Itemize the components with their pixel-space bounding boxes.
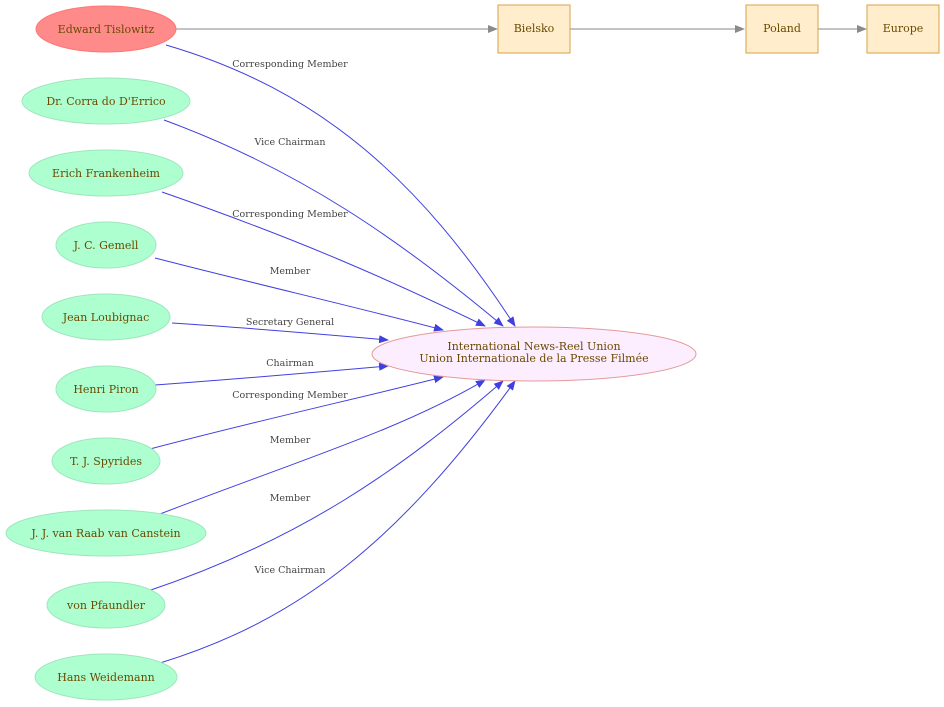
edge-gemell-union — [154, 257, 444, 332]
edge-tislowitz-union — [165, 44, 516, 327]
person-shape — [5, 509, 207, 557]
edge-pfaundler-union — [147, 380, 504, 592]
person-name: von Pfaundler — [66, 599, 146, 612]
place-label: Bielsko — [514, 22, 555, 35]
edge-loubignac-union — [171, 322, 389, 344]
person-name: J. J. van Raab van Canstein — [30, 527, 180, 540]
organization-node[interactable]: International News-Reel Union Union Inte… — [371, 326, 697, 382]
person-shape — [55, 221, 157, 269]
membership-edges — [147, 44, 516, 664]
person-name: Hans Weidemann — [57, 671, 155, 684]
person-shape — [28, 149, 184, 197]
edge-spyrides-union — [149, 375, 444, 450]
person-name: Erich Frankenheim — [52, 167, 160, 180]
person-name: J. C. Gemell — [73, 239, 139, 252]
place-label: Poland — [763, 22, 801, 35]
person-name: Henri Piron — [73, 383, 138, 396]
person-shape — [46, 581, 166, 629]
person-shape — [51, 437, 161, 485]
edge-piron-union — [154, 362, 389, 386]
person-shape — [41, 293, 171, 341]
edge-derrico-union — [163, 119, 504, 327]
person-node-derrico[interactable]: Dr. Corra do D'Errico — [21, 77, 191, 125]
person-node-tislowitz[interactable]: Edward Tislowitz — [35, 5, 177, 53]
person-node-pfaundler[interactable]: von Pfaundler — [46, 581, 166, 629]
person-node-spyrides[interactable]: T. J. Spyrides — [51, 437, 161, 485]
person-node-vanraab[interactable]: J. J. van Raab van Canstein — [5, 509, 207, 557]
person-name: Dr. Corra do D'Errico — [46, 95, 166, 108]
person-node-loubignac[interactable]: Jean Loubignac — [41, 293, 171, 341]
edge-label-spyrides: Corresponding Member — [232, 390, 348, 401]
edge-label-piron: Chairman — [266, 358, 313, 369]
organization-shape — [371, 326, 697, 382]
person-node-piron[interactable]: Henri Piron — [55, 365, 157, 413]
person-shape — [35, 5, 177, 53]
person-shape — [34, 653, 178, 701]
edge-label-weidemann: Vice Chairman — [253, 565, 325, 576]
edge-label-pfaundler: Member — [270, 493, 311, 504]
edge-frankenheim-union — [161, 191, 486, 327]
place-node-bielsko[interactable]: Bielsko — [497, 4, 571, 54]
place-shape — [497, 4, 571, 54]
place-label: Europe — [883, 22, 924, 35]
organization-name-en: International News-Reel Union — [447, 340, 620, 353]
person-name: T. J. Spyrides — [70, 455, 142, 468]
place-shape — [745, 4, 819, 54]
edge-labels: Corresponding Member Vice Chairman Corre… — [232, 59, 348, 576]
person-shape — [21, 77, 191, 125]
organization-name-fr: Union Internationale de la Presse Filmée — [419, 352, 648, 365]
edge-vanraab-union — [159, 379, 486, 515]
place-node-europe[interactable]: Europe — [866, 4, 940, 54]
edge-label-frankenheim: Corresponding Member — [232, 209, 348, 220]
person-name: Edward Tislowitz — [58, 23, 155, 36]
edge-label-derrico: Vice Chairman — [253, 137, 325, 148]
edge-label-tislowitz: Corresponding Member — [232, 59, 348, 70]
place-shape — [866, 4, 940, 54]
person-node-weidemann[interactable]: Hans Weidemann — [34, 653, 178, 701]
place-node-poland[interactable]: Poland — [745, 4, 819, 54]
edge-label-loubignac: Secretary General — [246, 317, 334, 328]
edge-label-gemell: Member — [270, 266, 311, 277]
person-node-gemell[interactable]: J. C. Gemell — [55, 221, 157, 269]
edge-weidemann-union — [159, 380, 516, 664]
person-shape — [55, 365, 157, 413]
person-name: Jean Loubignac — [62, 311, 149, 324]
person-node-frankenheim[interactable]: Erich Frankenheim — [28, 149, 184, 197]
edge-label-vanraab: Member — [270, 435, 311, 446]
